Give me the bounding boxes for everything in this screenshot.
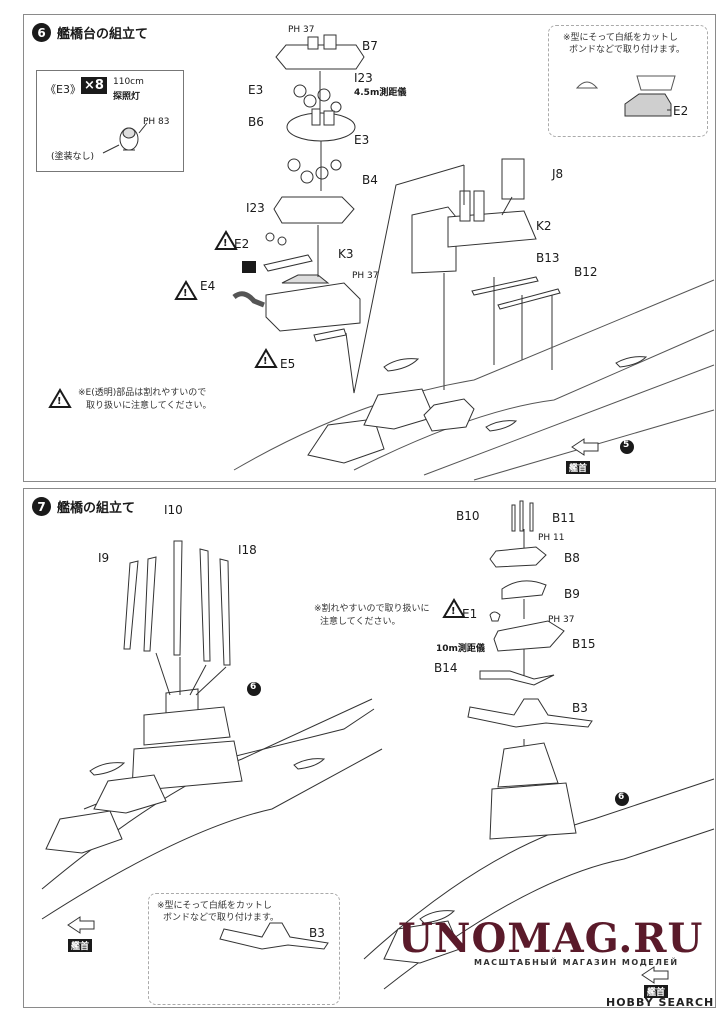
step6-assembly-drawing: !!!! — [48, 34, 715, 481]
label-ph37: PH 37 — [548, 615, 575, 625]
label-b11: B11 — [552, 511, 576, 525]
svg-text:!: ! — [223, 238, 228, 249]
label-ph37-b: PH 37 — [352, 271, 379, 281]
step7-note-line1: ※割れやすいので取り扱いに — [314, 604, 430, 614]
step7-tip-box: ※型にそって白紙をカットし ボンドなどで取り付けます。 B3 — [148, 893, 340, 1005]
step6-heading: 6 艦橋台の組立て — [32, 23, 148, 42]
label-e5: E5 — [280, 357, 296, 371]
step6-title: 艦橋台の組立て — [57, 27, 149, 42]
step7-title: 艦橋の組立て — [57, 501, 136, 516]
bow-label-6: 艦首 — [566, 461, 591, 474]
label-j8: J8 — [552, 167, 564, 181]
step6-warning-line2: 取り扱いに注意してください。 — [86, 401, 212, 411]
label-ph37-a: PH 37 — [288, 25, 315, 35]
step6-number: 6 — [32, 23, 51, 42]
ref-step5-badge: 5 — [623, 440, 630, 450]
label-b6: B6 — [248, 115, 264, 129]
step7-number: 7 — [32, 497, 51, 516]
paper-template-icon — [575, 75, 676, 117]
watermark-subtitle: МАСШТАБНЫЙ МАГАЗИН МОДЕЛЕЙ — [474, 958, 679, 967]
label-k3: K3 — [338, 247, 354, 261]
step6-tip-box: ※型にそって白紙をカットし ボンドなどで取り付けます。 E2 — [548, 25, 708, 137]
label-i18: I18 — [238, 543, 257, 557]
label-i23-a: I23 — [354, 71, 373, 85]
hobby-search-watermark: HOBBY SEARCH — [606, 996, 715, 1009]
label-b9: B9 — [564, 587, 580, 601]
watermark-logo: UNOMAG.RU — [398, 915, 704, 962]
bow-label-7a: 艦首 — [68, 939, 93, 952]
inset-desc-size: 110cm — [113, 77, 144, 87]
label-b12: B12 — [574, 265, 598, 279]
step7-tip-line2: ボンドなどで取り付けます。 — [163, 913, 279, 923]
step7-assembly-drawing: ! — [41, 500, 715, 990]
label-b4: B4 — [362, 173, 378, 187]
label-b14: B14 — [434, 661, 458, 675]
ref-step6-badge-b: 6 — [618, 792, 625, 802]
step6-tip-line2: ボンドなどで取り付けます。 — [569, 45, 685, 55]
inset-paint-note: (塗装なし) — [51, 152, 95, 162]
label-i10: I10 — [164, 503, 183, 517]
step7-panel: 7 艦橋の組立て — [23, 488, 716, 1008]
label-e1: E1 — [462, 607, 478, 621]
inset-ph-ref: PH 83 — [143, 117, 170, 127]
label-rangefinder-45: 4.5m測距儀 — [354, 88, 407, 98]
step7-note-line2: 注意してください。 — [320, 617, 401, 627]
inset-quantity: ×8 — [81, 77, 107, 94]
svg-text:!: ! — [263, 356, 268, 367]
label-e4: E4 — [200, 279, 216, 293]
step7-tip-part: B3 — [309, 926, 325, 940]
label-e3-b: E3 — [354, 133, 370, 147]
label-b8: B8 — [564, 551, 580, 565]
label-i23-b: I23 — [246, 201, 265, 215]
label-b15: B15 — [572, 637, 596, 651]
label-e3-a: E3 — [248, 83, 264, 97]
label-i9: I9 — [98, 551, 110, 565]
label-ph11: PH 11 — [538, 533, 565, 543]
svg-text:!: ! — [57, 396, 62, 407]
label-b3: B3 — [572, 701, 588, 715]
step6-tip-line1: ※型にそって白紙をカットし — [563, 33, 678, 43]
step6-tip-part: E2 — [673, 104, 689, 118]
searchlight-icon — [102, 122, 148, 154]
svg-text:!: ! — [451, 606, 456, 617]
ref-step6-badge-a: 6 — [250, 682, 257, 692]
inset-part-label: 《E3》 — [45, 83, 81, 96]
step6-warning-line1: ※E(透明)部品は割れやすいので — [78, 388, 207, 398]
step6-panel: 6 艦橋台の組立て 《E3》 ×8 110cm 探照灯 PH 83 (塗装なし)… — [23, 14, 716, 482]
label-k2: K2 — [536, 219, 552, 233]
label-e2: E2 — [234, 237, 250, 251]
searchlight-inset: 《E3》 ×8 110cm 探照灯 PH 83 (塗装なし) — [36, 70, 184, 172]
label-b13: B13 — [536, 251, 560, 265]
step7-tip-line1: ※型にそって白紙をカットし — [157, 901, 272, 911]
label-rangefinder-10: 10m測距儀 — [436, 644, 485, 654]
inset-desc-name: 探照灯 — [113, 92, 141, 102]
bow-label-7b: 艦首 — [644, 985, 669, 998]
step7-heading: 7 艦橋の組立て — [32, 497, 135, 516]
label-b10: B10 — [456, 509, 480, 523]
label-b7: B7 — [362, 39, 378, 53]
svg-text:!: ! — [183, 288, 188, 299]
